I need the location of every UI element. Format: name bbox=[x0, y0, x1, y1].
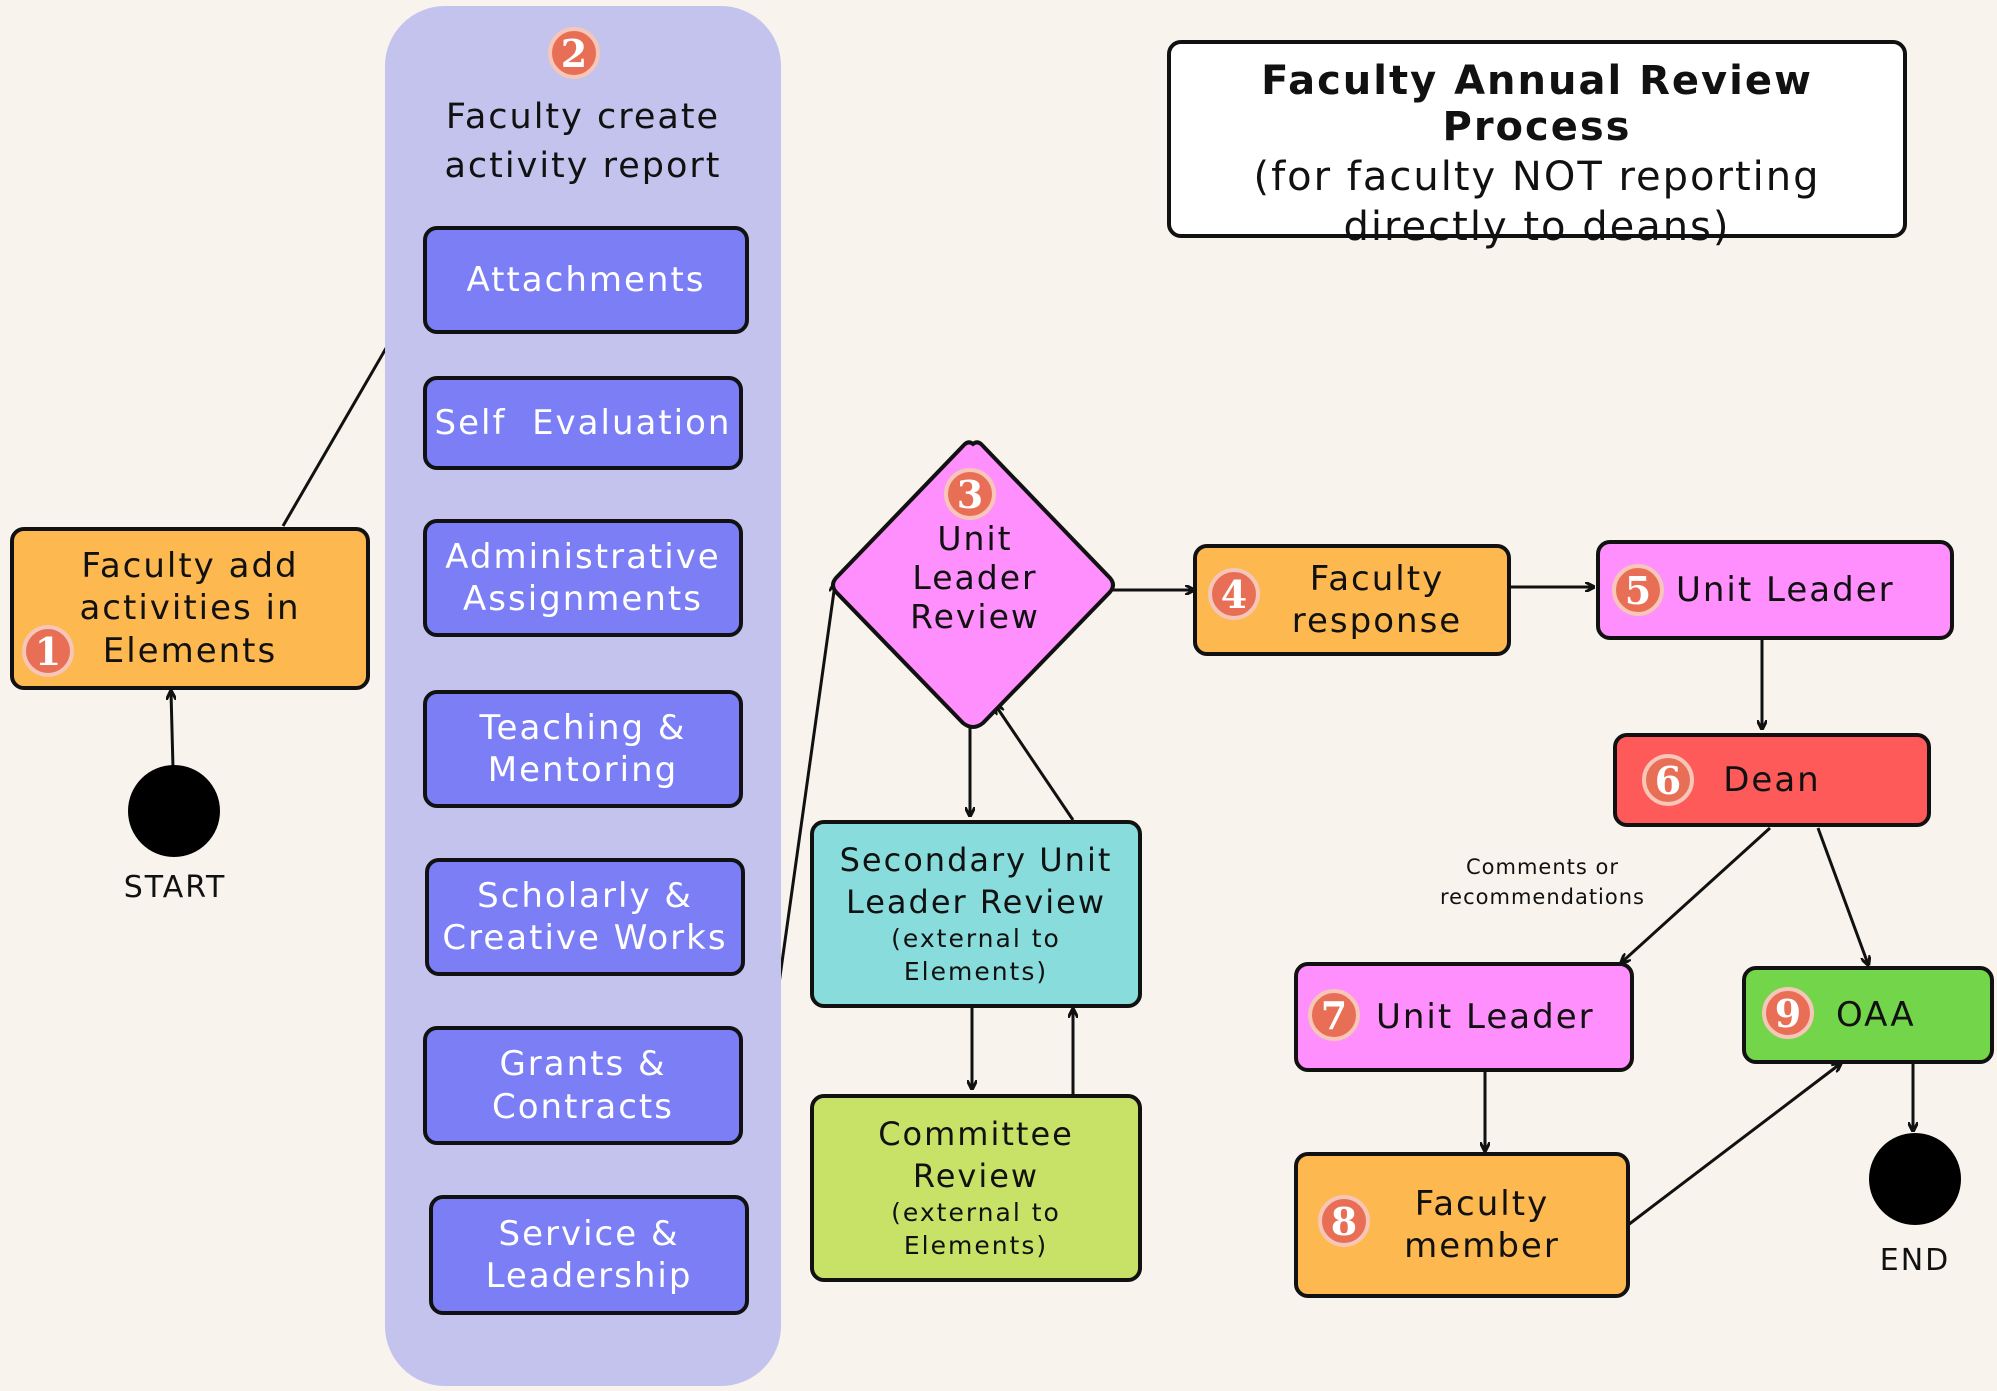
comments-line2: recommendations bbox=[1440, 885, 1645, 910]
comments-annotation: Comments or recommendations bbox=[1400, 852, 1685, 913]
secondary-unit-leader-review: Secondary Unit Leader Review (external t… bbox=[810, 820, 1142, 1008]
committee-line1: Committee bbox=[878, 1114, 1074, 1153]
step5-label: Unit Leader bbox=[1676, 569, 1895, 610]
committee-line3: (external to bbox=[891, 1198, 1061, 1228]
step9-number-badge: 9 bbox=[1762, 987, 1814, 1039]
step5-unit-leader: Unit Leader bbox=[1596, 540, 1954, 640]
page-subtitle-line1: (for faculty NOT reporting bbox=[1253, 154, 1821, 200]
arrow-secondary-to-step3 bbox=[996, 706, 1075, 821]
title-box: Faculty Annual Review Process (for facul… bbox=[1167, 40, 1907, 250]
section-service-leadership: Service & Leadership bbox=[429, 1195, 749, 1315]
step7-number-badge: 7 bbox=[1308, 989, 1360, 1041]
section-attachments-label: Attachments bbox=[466, 259, 706, 300]
arrow-step6-to-step7 bbox=[1622, 826, 1772, 962]
start-node bbox=[128, 765, 220, 857]
step3-line3: Review bbox=[910, 596, 1040, 636]
step7-label: Unit Leader bbox=[1376, 996, 1595, 1037]
end-label: END bbox=[1879, 1243, 1951, 1278]
step8-number-badge: 8 bbox=[1318, 1195, 1370, 1247]
section-attachments: Attachments bbox=[423, 226, 749, 334]
secondary-line4: Elements) bbox=[903, 956, 1049, 986]
section-teaching-line1: Teaching & bbox=[479, 707, 687, 748]
step3-line1: Unit bbox=[937, 519, 1013, 558]
section-self-evaluation-label: Self Evaluation bbox=[434, 402, 732, 443]
section-service-line2: Leadership bbox=[485, 1256, 693, 1296]
step4-number-badge: 4 bbox=[1208, 568, 1260, 620]
section-grants-line1: Grants & bbox=[499, 1044, 667, 1084]
step4-line2: response bbox=[1291, 601, 1463, 641]
page-title: Faculty Annual Review Process bbox=[1261, 58, 1813, 150]
section-teaching-line2: Mentoring bbox=[487, 750, 679, 790]
section-self-evaluation: Self Evaluation bbox=[423, 376, 743, 470]
section-scholarly-line1: Scholarly & bbox=[477, 875, 693, 916]
step8-line2: member bbox=[1404, 1226, 1560, 1266]
secondary-line3: (external to bbox=[891, 924, 1061, 954]
step1-line2: activities in bbox=[79, 588, 301, 629]
step2-title-line1: Faculty create bbox=[445, 97, 721, 137]
page-subtitle-line2: directly to deans) bbox=[1343, 204, 1731, 250]
end-node bbox=[1869, 1133, 1961, 1225]
secondary-line2: Leader Review bbox=[845, 882, 1107, 921]
step6-label: Dean bbox=[1723, 759, 1821, 800]
section-scholarly-creative-works: Scholarly & Creative Works bbox=[425, 858, 745, 976]
step3-number-badge: 3 bbox=[944, 468, 996, 520]
step2-title: Faculty create activity report bbox=[385, 93, 781, 191]
arrow-start-to-step1 bbox=[171, 692, 173, 769]
step1-line1: Faculty add bbox=[81, 545, 299, 586]
step3-line2: Leader bbox=[912, 557, 1038, 597]
step3-diamond-shape bbox=[831, 440, 1115, 729]
section-administrative-assignments: Administrative Assignments bbox=[423, 519, 743, 637]
arrow-step8-to-step9 bbox=[1627, 1064, 1840, 1227]
comments-line1: Comments or bbox=[1466, 855, 1619, 879]
committee-review: Committee Review (external to Elements) bbox=[810, 1094, 1142, 1282]
arrow-step6-to-step9 bbox=[1816, 827, 1868, 964]
committee-line2: Review bbox=[912, 1156, 1040, 1195]
step3-label: Unit Leader Review bbox=[880, 519, 1070, 637]
step4-faculty-response: Faculty response bbox=[1193, 544, 1511, 656]
section-teaching-mentoring: Teaching & Mentoring bbox=[423, 690, 743, 808]
section-grants-line2: Contracts bbox=[492, 1086, 674, 1127]
section-admin-line1: Administrative bbox=[445, 536, 721, 577]
step2-title-line2: activity report bbox=[444, 146, 722, 186]
step2-number-badge: 2 bbox=[548, 27, 600, 79]
start-label: START bbox=[123, 870, 227, 905]
secondary-line1: Secondary Unit bbox=[839, 840, 1113, 879]
section-service-line1: Service & bbox=[498, 1213, 680, 1254]
step1-line3: Elements bbox=[102, 630, 278, 671]
step5-number-badge: 5 bbox=[1612, 564, 1664, 616]
step6-number-badge: 6 bbox=[1642, 754, 1694, 806]
step9-label: OAA bbox=[1836, 994, 1916, 1035]
committee-line4: Elements) bbox=[903, 1230, 1049, 1260]
section-grants-contracts: Grants & Contracts bbox=[423, 1026, 743, 1145]
step4-line1: Faculty bbox=[1309, 558, 1445, 599]
section-scholarly-line2: Creative Works bbox=[442, 918, 728, 958]
section-admin-line2: Assignments bbox=[463, 579, 703, 619]
step1-number-badge: 1 bbox=[22, 625, 74, 677]
step8-line1: Faculty bbox=[1414, 1183, 1550, 1224]
